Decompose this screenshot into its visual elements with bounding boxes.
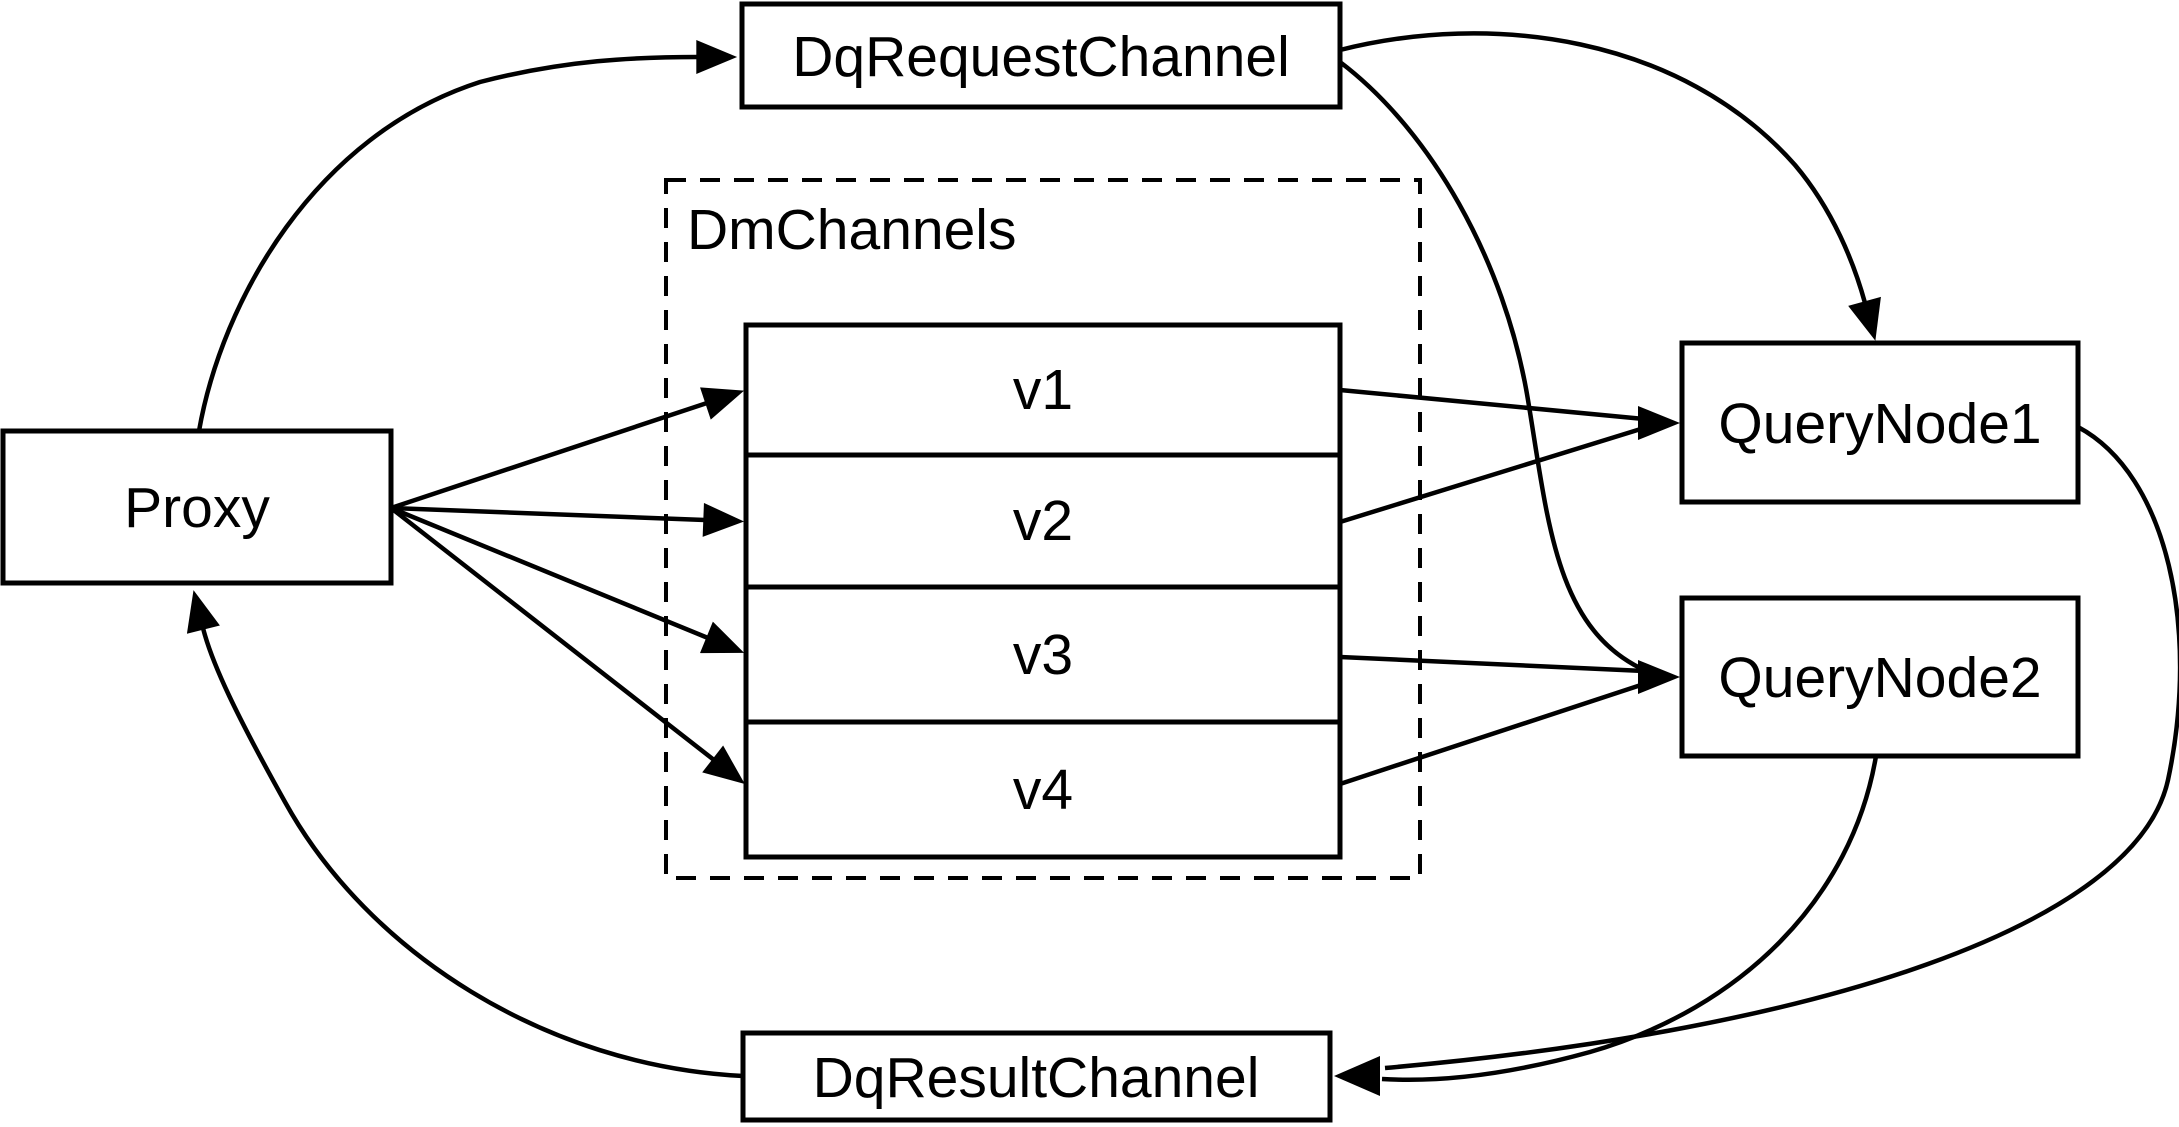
channel-v3-label: v3: [1013, 623, 1073, 687]
dqrequestchannel-node-label: DqRequestChannel: [792, 25, 1290, 89]
dqresultchannel-node-label: DqResultChannel: [813, 1046, 1260, 1110]
dmchannels-group-box: [664, 178, 1422, 880]
edge-proxy-to-v3: [390, 505, 745, 654]
querynode2-node-box: [1679, 595, 2081, 759]
edge-proxy-to-v1: [390, 387, 745, 511]
edge-dqrequestchannel-to-querynode1: [1339, 31, 1881, 341]
edge-proxy-to-dqrequestchannel: [196, 40, 738, 432]
edge-v1-to-querynode1: [1339, 387, 1645, 422]
channel-table-box: [743, 322, 1343, 860]
edge-proxy-to-v4: [389, 506, 745, 785]
proxy-node-box: [0, 428, 394, 586]
edge-querynode1-to-dqresultchannel: [1384, 425, 2179, 1071]
dmchannels-group-label: DmChannels: [687, 198, 1016, 262]
channel-v1-label: v1: [1013, 358, 1073, 422]
edge-v4-to-querynode2: [1339, 681, 1645, 787]
edge-dqrequestchannel-to-querynode2: [1338, 60, 1642, 671]
dqresultchannel-node-box: [740, 1030, 1333, 1123]
edge-v3-to-querynode2: [1339, 654, 1645, 674]
arrowhead-querynode1-left: [1638, 406, 1680, 440]
dqrequestchannel-node-box: [739, 1, 1343, 110]
arrowhead-dqresultchannel-right: [1334, 1056, 1380, 1096]
proxy-node-label: Proxy: [124, 476, 270, 540]
querynode2-node-label: QueryNode2: [1718, 646, 2041, 710]
edge-querynode2-to-dqresultchannel: [1381, 755, 1879, 1082]
channel-v4-label: v4: [1013, 758, 1073, 822]
edge-v2-to-querynode1: [1339, 425, 1645, 525]
querynode1-node-label: QueryNode1: [1718, 392, 2041, 456]
arrowhead-querynode2-left: [1638, 660, 1680, 694]
querynode1-node-box: [1679, 340, 2081, 505]
channel-v2-label: v2: [1013, 489, 1073, 553]
edge-proxy-to-v2: [390, 502, 745, 537]
edge-dqresultchannel-to-proxy: [186, 590, 744, 1079]
